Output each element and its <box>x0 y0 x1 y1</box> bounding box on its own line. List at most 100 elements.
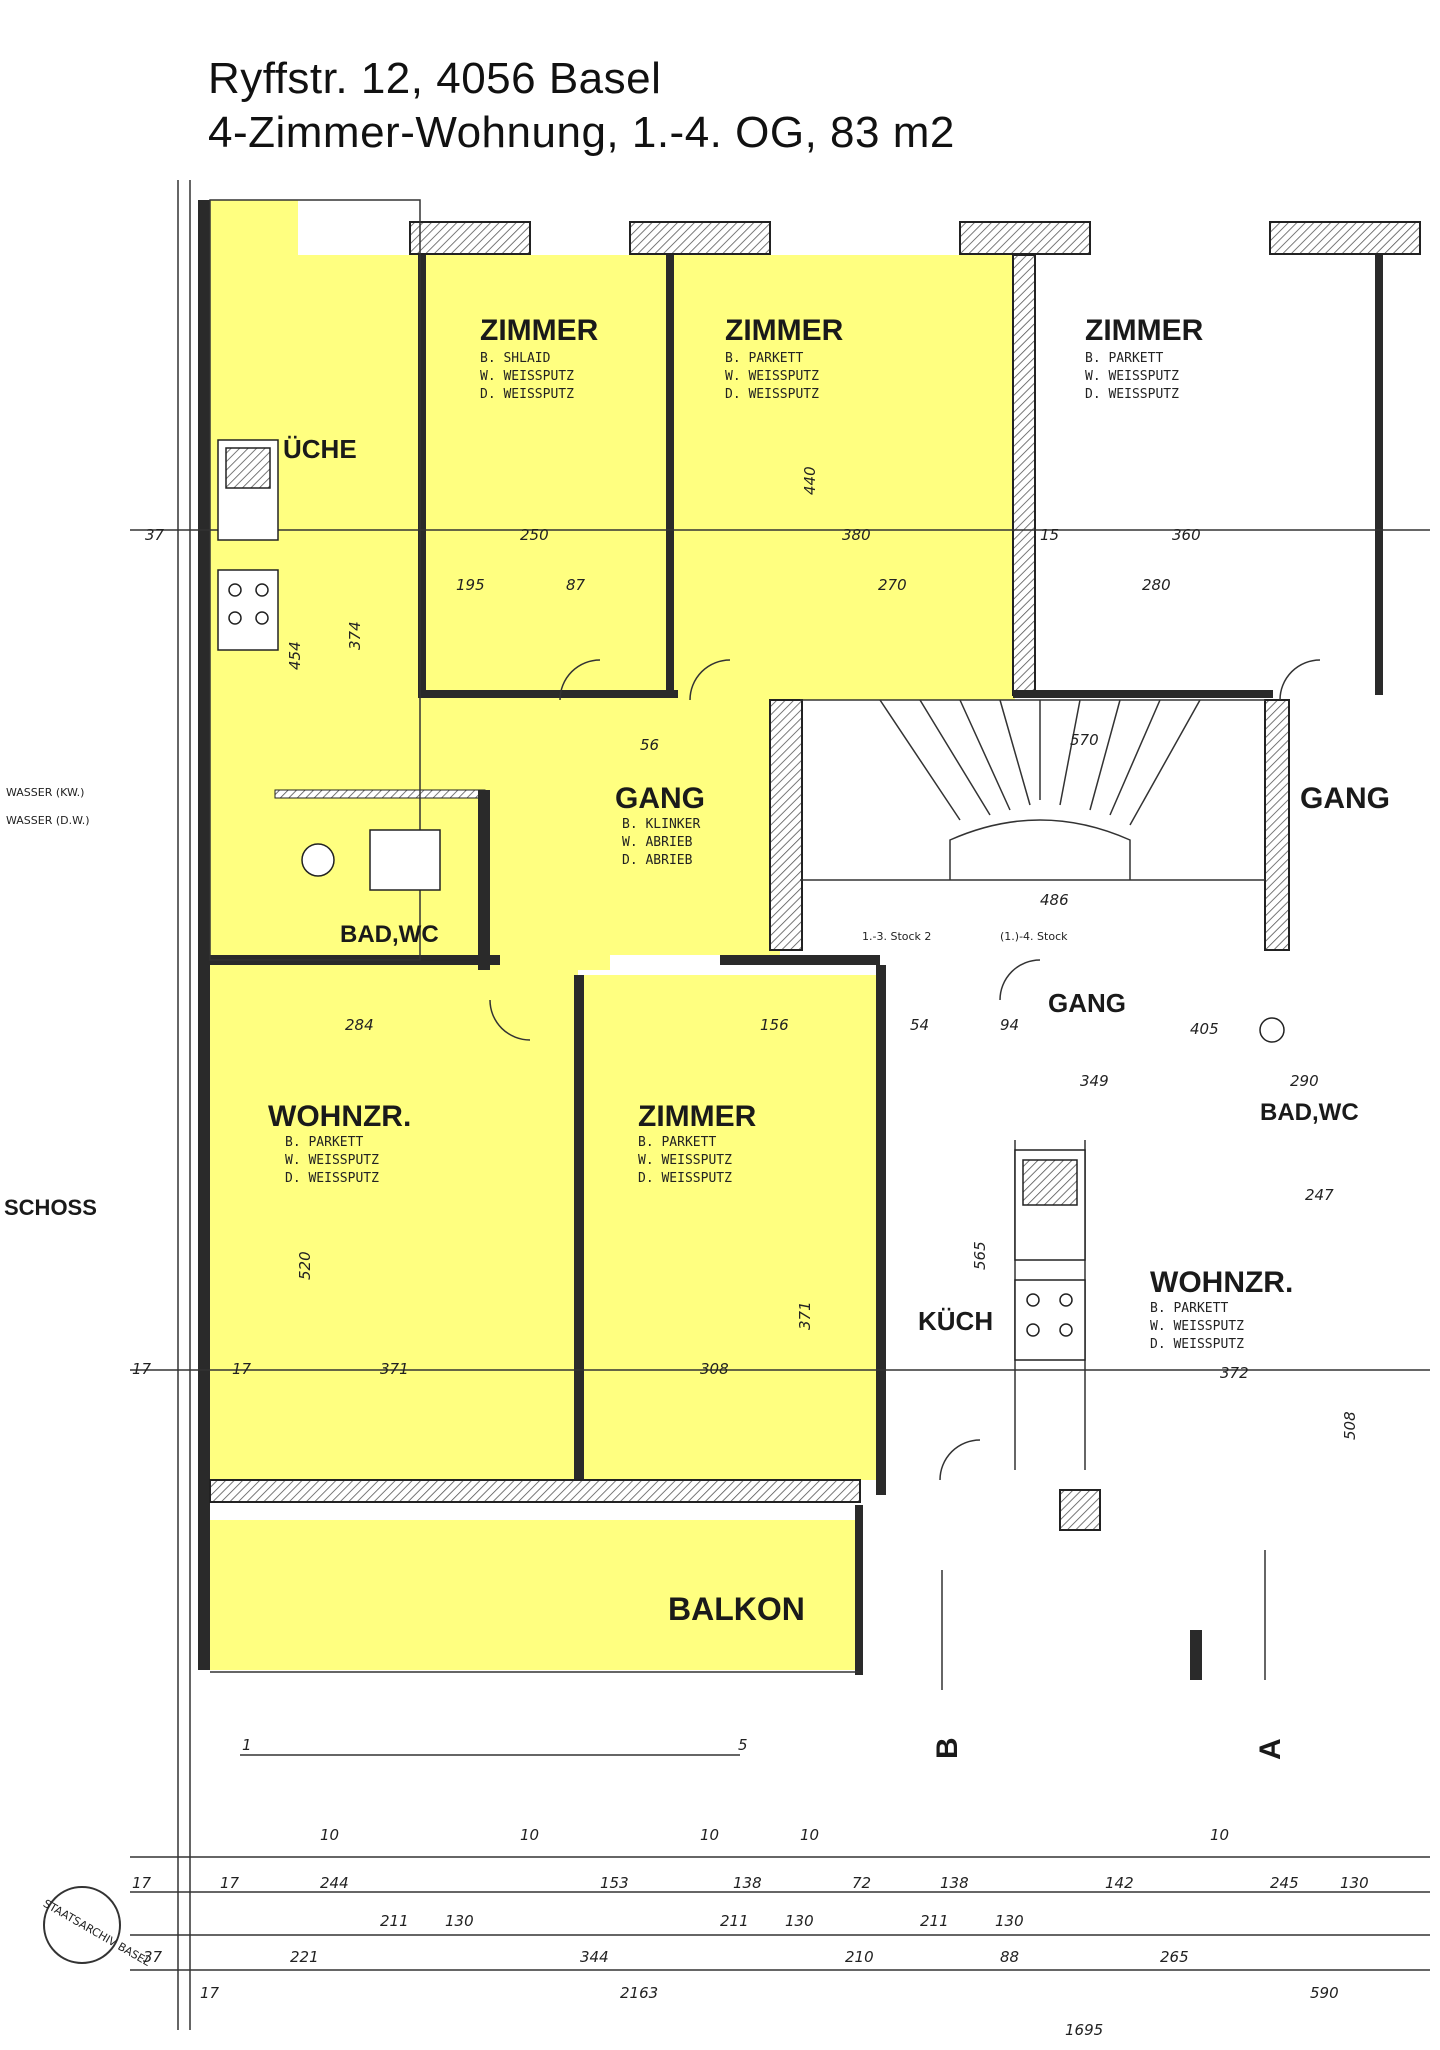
dimension: 87 <box>566 576 586 594</box>
room-spec: B. PARKETT <box>285 1135 363 1150</box>
wall-balcony-top <box>209 1479 861 1503</box>
dimension: 454 <box>286 641 304 670</box>
room-spec: W. WEISSPUTZ <box>638 1153 732 1168</box>
stove-burner <box>255 583 269 597</box>
dimension: 10 <box>800 1826 819 1844</box>
room-name-bad-wc: BAD,WC <box>340 921 439 948</box>
line-door-swing-3 <box>1279 659 1321 701</box>
wall-stair-right <box>1264 699 1290 951</box>
highlight-zimmer-4 <box>578 975 878 1480</box>
room-name-zimmer-1: ZIMMER <box>480 314 599 347</box>
dimension: 244 <box>320 1874 349 1892</box>
room-spec: D. WEISSPUTZ <box>285 1171 379 1186</box>
dimension: 2163 <box>620 1984 658 2002</box>
dimension: 15 <box>1040 526 1059 544</box>
dimension: 130 <box>445 1912 474 1930</box>
line-stair-curve <box>949 819 1131 880</box>
wall-zimmer-divider-3 <box>1012 254 1036 696</box>
room-name-bad-wc-right: BAD,WC <box>1260 1099 1359 1126</box>
wall-bad-right <box>478 790 490 970</box>
dimension: 371 <box>380 1360 409 1378</box>
section-marker-a: A <box>1254 1738 1287 1760</box>
wall-top-segment-1 <box>409 221 531 255</box>
dimension: 290 <box>1290 1072 1319 1090</box>
archive-stamp: STAATSARCHIV BASEL <box>41 1886 153 1969</box>
dimension: 374 <box>346 621 364 650</box>
dimension: 54 <box>910 1016 929 1034</box>
plan-header: Ryffstr. 12, 4056 Basel 4-Zimmer-Wohnung… <box>208 52 955 160</box>
room-name-balkon: BALKON <box>668 1591 805 1627</box>
room-name-kueche-right: KÜCH <box>918 1306 993 1336</box>
room-name-gang: GANG <box>615 782 705 815</box>
dimension: 245 <box>1270 1874 1299 1892</box>
dimension: 344 <box>580 1948 609 1966</box>
dimension: 10 <box>320 1826 339 1844</box>
section-marker-b: B <box>931 1737 964 1759</box>
kitchen-fixtures <box>217 439 1285 1361</box>
bathroom-tub <box>369 829 441 891</box>
wall-top-segment-3 <box>959 221 1091 255</box>
dimension: 195 <box>456 576 485 594</box>
wall-right-column-2 <box>1059 1489 1101 1531</box>
dimension: 250 <box>520 526 549 544</box>
highlight-wohnzr <box>210 960 578 1480</box>
dimension: 405 <box>1190 1020 1219 1038</box>
room-spec: B. PARKETT <box>725 351 803 366</box>
line-door-swing-6 <box>939 1439 981 1481</box>
wall-balcony-end <box>855 1505 863 1675</box>
room-spec: W. WEISSPUTZ <box>285 1153 379 1168</box>
wall-zimmer-divider-1 <box>418 255 426 695</box>
room-spec: D. WEISSPUTZ <box>638 1171 732 1186</box>
dimension: 284 <box>345 1016 374 1034</box>
room-spec: B. KLINKER <box>622 817 700 832</box>
dimension: 88 <box>1000 1948 1019 1966</box>
highlight-zimmer-1 <box>422 255 670 700</box>
room-spec: D. WEISSPUTZ <box>480 387 574 402</box>
dimension: 380 <box>842 526 871 544</box>
wall-top-segment-2 <box>629 221 771 255</box>
dimension: 37 <box>143 1948 163 1966</box>
highlight-zimmer-2 <box>670 255 1015 700</box>
room-name-wohnzr: WOHNZR. <box>268 1100 411 1133</box>
apartment-description: 4-Zimmer-Wohnung, 1.-4. OG, 83 m2 <box>208 108 955 157</box>
wall-right-column <box>876 965 886 1495</box>
room-name-wohnzr-right: WOHNZR. <box>1150 1266 1293 1299</box>
dimension: 10 <box>520 1826 539 1844</box>
dimension: 153 <box>600 1874 629 1892</box>
room-spec: W. WEISSPUTZ <box>480 369 574 384</box>
room-spec: D. WEISSPUTZ <box>725 387 819 402</box>
dimension: 17 <box>232 1360 252 1378</box>
wall-bad-top <box>274 789 486 799</box>
wall-top-segment-4 <box>1269 221 1421 255</box>
line-door-swing-2 <box>689 659 731 701</box>
stove-burner <box>1059 1293 1073 1307</box>
highlight-kitchen-area <box>210 200 442 960</box>
stove-burner <box>228 611 242 625</box>
water-label-dw: WASSER (D.W.) <box>6 814 90 827</box>
kitchen-sink-basin <box>225 447 271 489</box>
line-door-swing-5 <box>999 959 1041 1001</box>
apartment-highlight <box>210 200 1015 1670</box>
dimension: 138 <box>940 1874 969 1892</box>
bathroom-basin <box>301 843 335 877</box>
wall-right-divider <box>1375 255 1383 695</box>
dimension: 211 <box>920 1912 949 1930</box>
dimension: 138 <box>733 1874 762 1892</box>
wall-living-top-right <box>720 955 880 965</box>
dimension: 247 <box>1305 1186 1334 1204</box>
dimension: 130 <box>995 1912 1024 1930</box>
room-spec: D. ABRIEB <box>622 853 693 868</box>
room-name-zimmer-3: ZIMMER <box>1085 314 1204 347</box>
dimension: 372 <box>1220 1364 1249 1382</box>
dimension: 590 <box>1310 1984 1339 2002</box>
kitchen-sink-right-basin <box>1022 1159 1078 1206</box>
dimension: 440 <box>801 466 819 495</box>
plan-lines <box>130 180 1430 2030</box>
dimension: 211 <box>380 1912 409 1930</box>
stair-note-right: (1.)-4. Stock <box>1000 930 1068 943</box>
dimension: 265 <box>1160 1948 1189 1966</box>
dimension: 130 <box>1340 1874 1369 1892</box>
dimension: 360 <box>1172 526 1201 544</box>
wall-living-divider <box>574 975 584 1480</box>
